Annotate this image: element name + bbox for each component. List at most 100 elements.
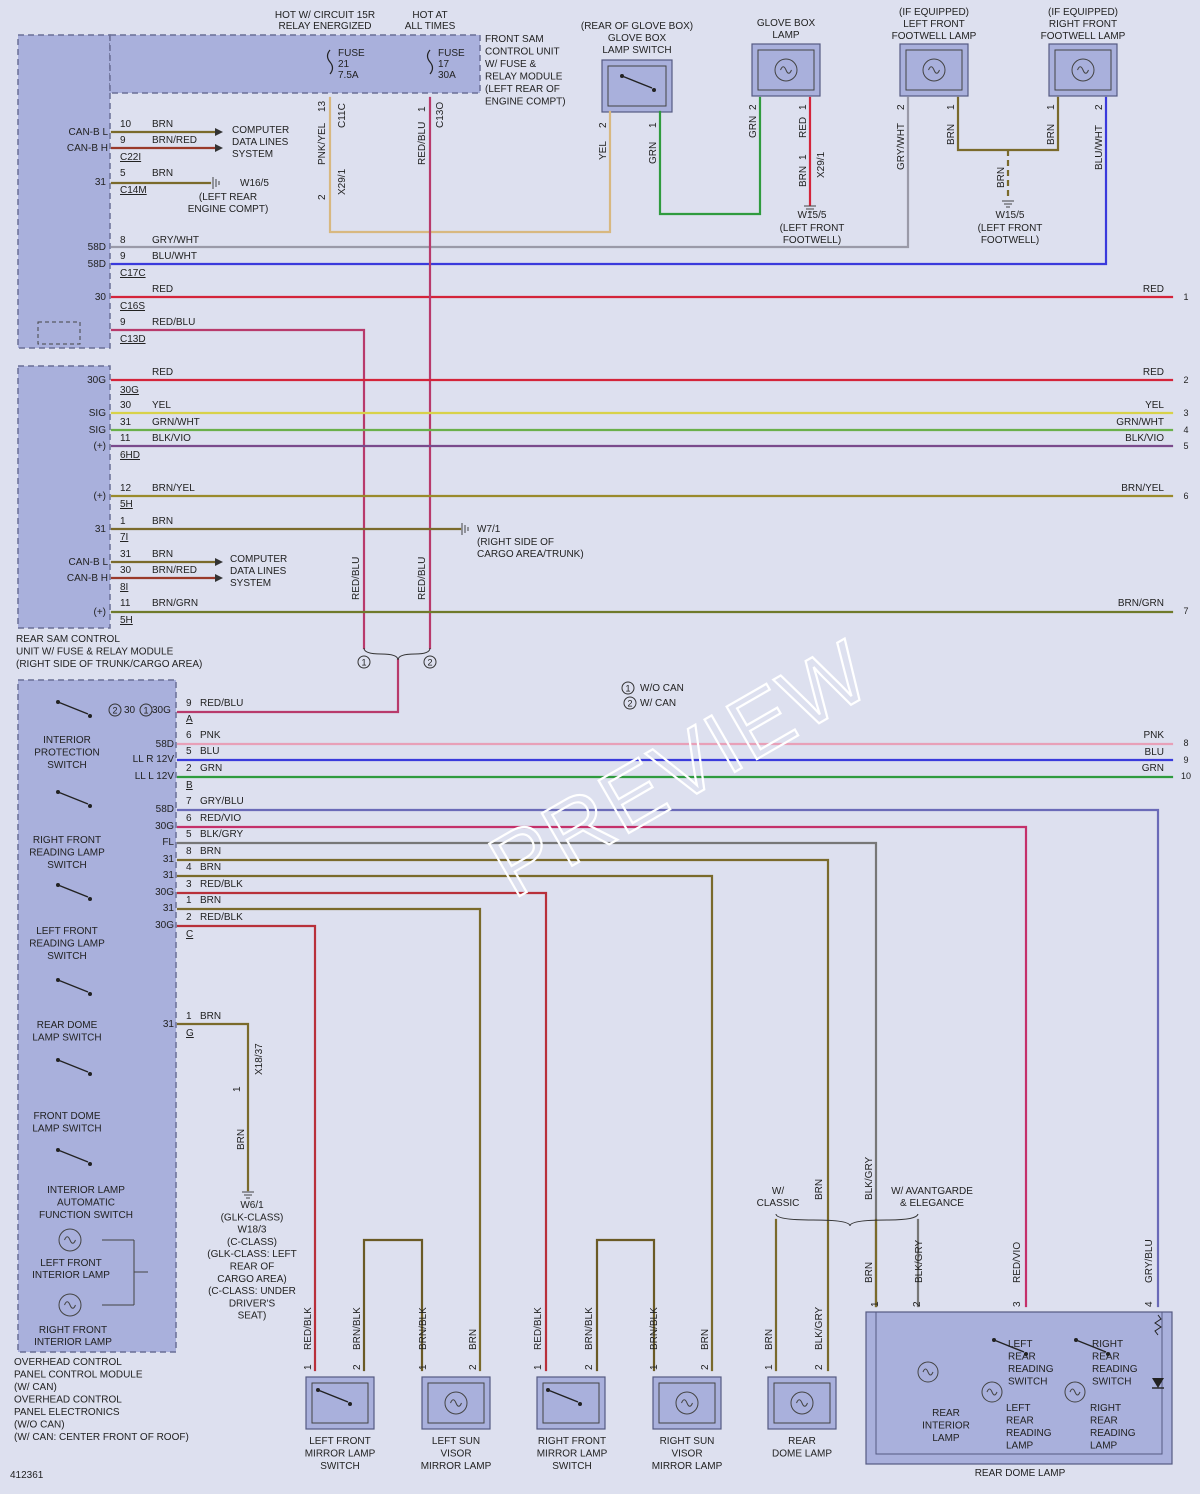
switch-contact-icon	[1024, 1352, 1028, 1356]
label: PANEL ELECTRONICS	[14, 1407, 120, 1418]
label: 31	[95, 524, 107, 535]
label: 6HD	[120, 450, 140, 461]
label: 11	[120, 433, 131, 444]
label: 30	[124, 705, 136, 716]
callout-number: 1	[625, 684, 630, 694]
switch-blade-icon	[1075, 1339, 1107, 1353]
label: READING LAMP	[29, 939, 105, 950]
bulb-icon	[790, 1391, 814, 1415]
label: 31	[120, 417, 132, 428]
bulb-icon	[58, 1228, 82, 1252]
label: RED/BLU	[152, 317, 195, 328]
label: (LEFT FRONT	[978, 223, 1043, 234]
bulb-filament-icon	[986, 1388, 998, 1396]
label: SYSTEM	[232, 149, 273, 160]
label: BRN	[200, 895, 221, 906]
label: 7I	[120, 532, 128, 543]
fuse-icon	[426, 49, 434, 75]
label: BRN	[152, 119, 173, 130]
bulb-filament-icon	[450, 1399, 462, 1407]
label: W15/5	[798, 210, 827, 221]
label: PROTECTION	[34, 748, 100, 759]
label: (+)	[94, 491, 107, 502]
label: 4	[1183, 425, 1188, 435]
label: 31	[163, 903, 175, 914]
label: 30G	[155, 887, 174, 898]
label: BLK/GRY	[864, 1157, 875, 1200]
label: ENGINE COMPT)	[188, 204, 269, 215]
label: BLK/GRY	[914, 1240, 925, 1283]
label: HOT W/ CIRCUIT 15R	[275, 10, 375, 21]
label: 7	[1183, 606, 1188, 616]
label: RELAY ENERGIZED	[279, 21, 372, 32]
callout-circle	[139, 703, 153, 717]
front-sam-internal	[37, 321, 81, 345]
callout-number: 2	[627, 699, 632, 709]
label: 11	[120, 598, 131, 609]
label: RED/BLU	[417, 557, 428, 600]
label: C11C	[337, 103, 348, 128]
label: 3	[186, 879, 192, 890]
callout-number: 2	[427, 658, 432, 668]
label: 1	[417, 106, 428, 112]
label: RIGHT FRONT	[1049, 19, 1117, 30]
label: FRONT DOME	[33, 1111, 100, 1122]
wire	[176, 808, 1160, 1308]
callout-circle	[108, 703, 122, 717]
wire	[110, 96, 1108, 266]
label: GRN/WHT	[152, 417, 200, 428]
switch-blade-icon	[547, 1389, 579, 1403]
label: 3	[1012, 1301, 1023, 1307]
label: BRN	[236, 1129, 247, 1150]
label: PNK	[200, 730, 221, 741]
label: RIGHT FRONT	[39, 1325, 107, 1336]
label: FUNCTION SWITCH	[39, 1210, 133, 1221]
rear-dome-lamp-small-inner	[773, 1382, 831, 1424]
label: RIGHT SUN	[660, 1436, 715, 1447]
label: GRY/BLU	[1144, 1239, 1155, 1283]
label: RED	[798, 117, 809, 138]
wire	[110, 96, 910, 249]
label: (W/ CAN: CENTER FRONT OF ROOF)	[14, 1432, 189, 1443]
wire	[595, 1238, 656, 1372]
label: REAR OF	[230, 1262, 274, 1273]
label: GRY/BLU	[200, 796, 244, 807]
switch-contact-icon	[88, 1072, 92, 1076]
label: BRN/GRN	[1118, 598, 1164, 609]
label: 2	[317, 194, 328, 200]
wire	[176, 874, 714, 1372]
switch-blade-icon	[57, 791, 89, 805]
label: BRN	[864, 1262, 875, 1283]
label: AUTOMATIC	[57, 1198, 115, 1209]
label: 2	[1094, 104, 1105, 110]
label: 30G	[120, 385, 139, 396]
label: 6	[1183, 491, 1188, 501]
label: LAMP SWITCH	[32, 1033, 101, 1044]
label: 7.5A	[338, 70, 359, 81]
label: 2	[598, 122, 609, 128]
label: GRN	[1142, 763, 1164, 774]
label: RED/BLK	[200, 879, 243, 890]
label: YEL	[598, 141, 609, 160]
label: 1	[870, 1301, 881, 1307]
label: 10	[1181, 771, 1191, 781]
label: LL L 12V	[135, 771, 175, 782]
label: CAN-B L	[69, 557, 109, 568]
label: LAMP SWITCH	[32, 1124, 101, 1135]
resistor-icon	[1154, 1314, 1162, 1336]
label: LAMP	[1090, 1441, 1118, 1452]
label: INTERIOR	[922, 1421, 970, 1432]
bulb-filament-icon	[1069, 1388, 1081, 1396]
label: RED/VIO	[1012, 1242, 1023, 1283]
label: (REAR OF GLOVE BOX)	[581, 21, 693, 32]
label: REAR DOME	[37, 1020, 98, 1031]
wire	[110, 328, 366, 650]
label: 10	[120, 119, 132, 130]
arrow-icon	[215, 558, 223, 566]
label: RED	[1143, 367, 1164, 378]
left-visor-lamp-inner	[427, 1382, 485, 1424]
label: FRONT SAM	[485, 34, 544, 45]
label: BRN/GRN	[152, 598, 198, 609]
label: FOOTWELL)	[783, 235, 841, 246]
label: (C-CLASS: UNDER	[208, 1286, 296, 1297]
